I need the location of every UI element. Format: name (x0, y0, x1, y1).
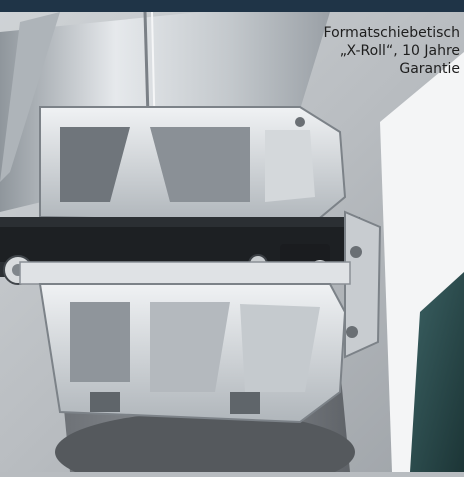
product-caption: Formatschiebetisch „X-Roll“, 10 Jahre Ga… (260, 24, 460, 78)
product-photo (0, 11, 464, 477)
caption-line-2: „X-Roll“, 10 Jahre (339, 43, 460, 59)
aluminium-profile-illustration (0, 11, 464, 477)
top-color-band (0, 0, 464, 12)
caption-line-3: Garantie (399, 61, 460, 77)
caption-line-1: Formatschiebetisch (323, 25, 460, 41)
